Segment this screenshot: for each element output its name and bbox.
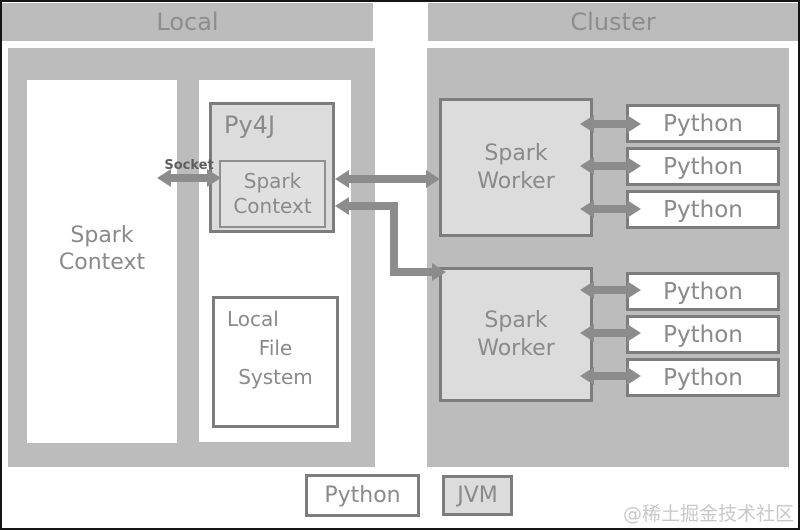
worker1-python1-double-arrow-icon [580,115,641,133]
worker2-python2-double-arrow-icon [580,324,641,342]
legend-python-box: Python [305,474,420,517]
lfs-line-1: Local [227,307,279,331]
spark-worker-1-box: Spark Worker [439,98,593,237]
worker2-python1-double-arrow-icon [580,281,641,299]
lfs-line-2: File [258,336,293,360]
python-box-2-label: Python [663,153,743,180]
sparkcontext-worker2-elbow-arrow-icon [335,197,447,283]
local-file-system-box: Local File System [212,296,339,428]
legend-jvm-box: JVM [442,475,513,516]
python-box-5-label: Python [663,321,743,348]
python-box-3-label: Python [663,196,743,223]
py4j-title: Py4J [224,111,276,139]
watermark-text: @稀土掘金技术社区 [622,503,794,525]
py4j-spark-context-box: Spark Context [219,160,326,228]
local-title: Local [156,8,219,36]
spark-worker-2-box: Spark Worker [439,267,593,402]
cluster-title: Cluster [570,8,656,36]
legend-jvm-label: JVM [457,483,498,508]
python-box-1-label: Python [663,110,743,137]
python-box-1: Python [626,104,780,143]
lfs-line-3: System [238,365,313,389]
spark-worker-2-label: Spark Worker [477,308,555,361]
legend-python-label: Python [324,483,401,508]
socket-label: Socket [164,158,214,173]
python-box-4: Python [626,272,780,311]
py4j-spark-context-label: Spark Context [233,169,312,218]
worker2-python3-double-arrow-icon [580,367,641,385]
python-box-5: Python [626,315,780,354]
worker1-python2-double-arrow-icon [580,157,641,175]
sparkcontext-worker1-double-arrow-icon [335,170,440,188]
socket-double-arrow-icon [157,169,221,187]
python-box-6-label: Python [663,364,743,391]
python-box-4-label: Python [663,278,743,305]
python-box-2: Python [626,147,780,186]
cluster-header-bar: Cluster [428,3,798,41]
spark-context-label: Spark Context [58,223,146,275]
spark-context-box: Spark Context [27,80,177,443]
python-box-3: Python [626,190,780,229]
local-header-bar: Local [2,3,373,41]
spark-worker-1-label: Spark Worker [477,141,555,194]
worker1-python3-double-arrow-icon [580,200,641,218]
python-box-6: Python [626,358,780,397]
